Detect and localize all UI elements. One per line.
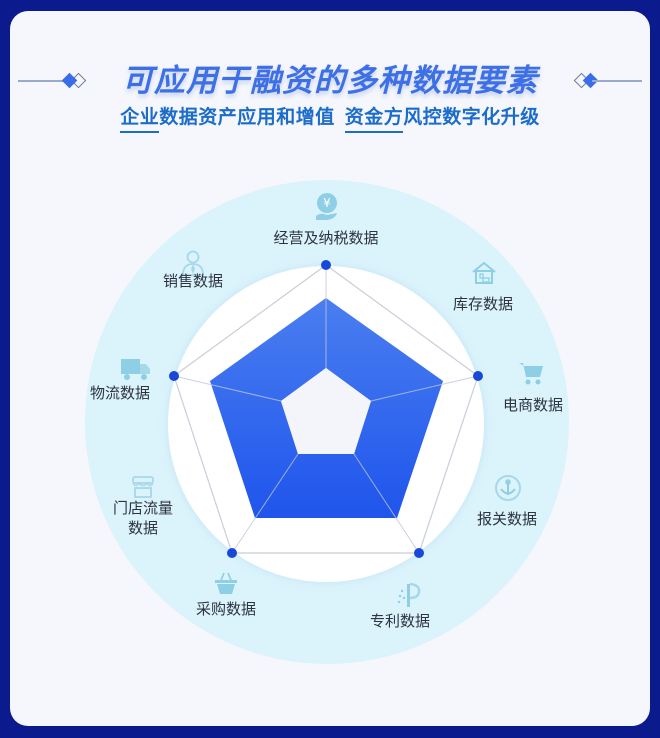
radar-dot-top xyxy=(321,260,331,270)
subtitle-text-2: 风控数字化升级 xyxy=(403,106,540,128)
label-customs-data: 报关数据 xyxy=(476,510,537,528)
title-row: 可应用于融资的多种数据要素 xyxy=(10,61,650,101)
warehouse-icon xyxy=(472,261,496,284)
svg-text:¥: ¥ xyxy=(323,196,331,210)
label-logistics-data: 物流数据 xyxy=(89,384,150,402)
label-operating-tax-data: 经营及纳税数据 xyxy=(273,229,379,247)
page-title: 可应用于融资的多种数据要素 xyxy=(122,63,538,99)
title-divider-left xyxy=(18,80,68,82)
subtitle-highlight-enterprise: 企业 xyxy=(120,106,160,133)
title-divider-right xyxy=(592,80,642,82)
infographic-card: 可应用于融资的多种数据要素 企业数据资产应用和增值资金方风控数字化升级 xyxy=(10,11,650,726)
label-sales-data: 销售数据 xyxy=(162,272,223,290)
truck-icon xyxy=(121,359,150,380)
yuan-hand-icon: ¥ xyxy=(316,193,337,220)
shopping-cart-icon xyxy=(519,363,543,385)
label-inventory-data: 库存数据 xyxy=(452,295,513,313)
subtitle-text-1: 数据资产应用和增值 xyxy=(159,106,335,128)
label-ecommerce-data: 电商数据 xyxy=(502,396,563,414)
label-store-traffic-data: 门店流量 数据 xyxy=(112,499,173,537)
radar-dot-left xyxy=(169,371,179,381)
salesperson-icon xyxy=(182,250,204,276)
subtitle: 企业数据资产应用和增值资金方风控数字化升级 xyxy=(10,103,650,133)
radar-inner-hole xyxy=(281,368,371,454)
radar-dot-bottom-right xyxy=(414,548,424,558)
anchor-icon xyxy=(495,475,521,501)
label-procurement-data: 采购数据 xyxy=(195,600,256,618)
radar-outer-outline xyxy=(173,264,479,554)
radar-pentagon-chart xyxy=(169,260,483,558)
storefront-icon xyxy=(132,476,154,498)
radar-filled-area xyxy=(210,298,443,518)
radar-dot-right xyxy=(473,371,483,381)
label-patent-data: 专利数据 xyxy=(369,612,430,630)
subtitle-highlight-funder: 资金方 xyxy=(344,106,404,133)
basket-icon xyxy=(215,572,237,594)
radar-dot-bottom-left xyxy=(227,548,237,558)
patent-icon xyxy=(397,582,421,607)
